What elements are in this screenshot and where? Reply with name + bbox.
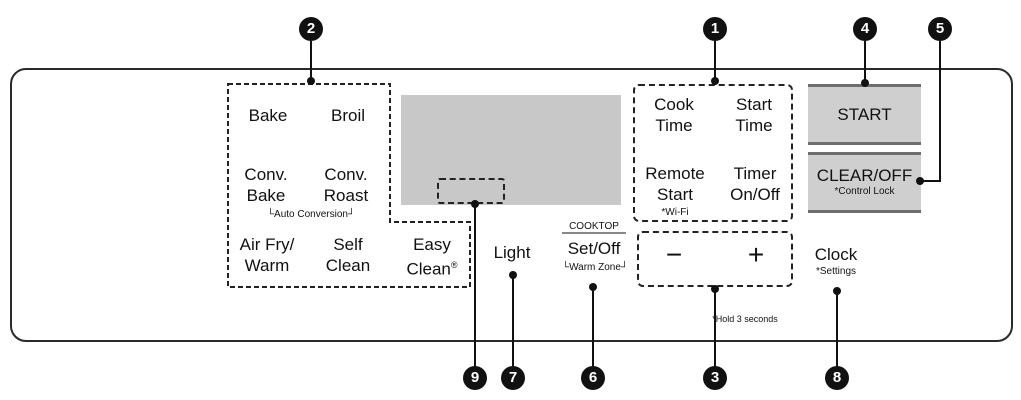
display-indicator-area — [437, 178, 505, 204]
hold-seconds-note: *Hold 3 seconds — [712, 314, 778, 324]
start-time-label-line2: Time — [735, 116, 773, 135]
callout-7-badge: 7 — [501, 366, 525, 390]
clear-off-label: CLEAR/OFF — [816, 166, 913, 185]
callout-8-leader — [836, 290, 838, 367]
registered-mark: ® — [450, 260, 458, 270]
callout-2-badge: 2 — [299, 17, 323, 41]
cooktop-heading: COOKTOP — [569, 221, 619, 232]
easy-clean-button[interactable]: Easy Clean® — [397, 234, 467, 280]
callout-6-dot — [589, 283, 597, 291]
callout-9-badge: 9 — [463, 366, 487, 390]
callout-9-dot — [471, 200, 479, 208]
remote-start-label-line1: Remote — [645, 164, 705, 183]
timer-label-line2: On/Off — [730, 185, 780, 204]
conv-roast-label-line1: Conv. — [324, 165, 368, 184]
timer-label-line1: Timer — [733, 164, 777, 183]
minus-button[interactable]: − — [656, 238, 692, 272]
conv-roast-label-line2: Roast — [323, 186, 369, 205]
callout-2-dot — [307, 77, 315, 85]
self-clean-label-line2: Clean — [325, 256, 371, 275]
timer-group-outline — [633, 84, 793, 222]
conv-bake-button[interactable]: Conv. Bake — [236, 164, 296, 206]
callout-7-leader — [512, 274, 514, 367]
plus-button[interactable]: + — [738, 238, 774, 272]
wifi-note: *Wi-Fi — [661, 207, 689, 218]
callout-4-dot — [861, 79, 869, 87]
cooktop-set-off-button[interactable]: Set/Off — [556, 238, 632, 259]
callout-6-leader — [592, 286, 594, 367]
start-button[interactable]: START — [808, 84, 921, 145]
clock-button[interactable]: Clock — [808, 244, 864, 265]
callout-5-leader-vertical — [939, 41, 941, 182]
callout-1-badge: 1 — [703, 17, 727, 41]
self-clean-button[interactable]: Self Clean — [318, 234, 378, 276]
callout-8-badge: 8 — [825, 366, 849, 390]
control-panel — [10, 68, 1013, 342]
callout-5-leader-horizontal — [921, 180, 941, 182]
callout-4-leader — [864, 41, 866, 81]
air-fry-label-line2: Warm — [244, 256, 290, 275]
oven-display — [401, 95, 621, 205]
bake-button[interactable]: Bake — [238, 105, 298, 126]
conv-bake-label-line1: Conv. — [244, 165, 288, 184]
warm-zone-label: Warm Zone — [569, 262, 621, 273]
mode-group-outline — [227, 83, 471, 288]
start-time-label-line1: Start — [736, 95, 772, 114]
broil-button[interactable]: Broil — [318, 105, 378, 126]
cook-time-label-line2: Time — [655, 116, 693, 135]
clock-label: Clock — [814, 245, 858, 264]
air-fry-warm-button[interactable]: Air Fry/ Warm — [232, 234, 302, 276]
broil-label: Broil — [330, 106, 365, 125]
cook-time-button[interactable]: Cook Time — [644, 94, 704, 136]
easy-clean-label-line1: Easy — [413, 235, 451, 254]
callout-2-leader — [310, 41, 312, 79]
callout-5-dot — [916, 177, 924, 185]
minus-icon: − — [665, 239, 683, 270]
easy-clean-label-line2: Clean — [406, 259, 451, 279]
remote-start-label-line2: Start — [657, 185, 693, 204]
self-clean-label-line1: Self — [333, 235, 363, 254]
callout-7-dot — [509, 271, 517, 279]
light-label: Light — [493, 243, 531, 262]
callout-1-leader — [714, 41, 716, 79]
light-button[interactable]: Light — [484, 242, 540, 263]
callout-4-badge: 4 — [853, 17, 877, 41]
clear-off-button[interactable]: CLEAR/OFF *Control Lock — [808, 152, 921, 213]
start-time-button[interactable]: Start Time — [724, 94, 784, 136]
air-fry-label-line1: Air Fry/ — [239, 235, 295, 254]
cook-time-label-line1: Cook — [654, 95, 694, 114]
start-label: START — [837, 105, 892, 124]
auto-conversion-note: └Auto Conversion┘ — [266, 209, 356, 220]
bake-label: Bake — [248, 106, 288, 125]
callout-3-dot — [711, 285, 719, 293]
conv-roast-button[interactable]: Conv. Roast — [316, 164, 376, 206]
callout-8-dot — [833, 287, 841, 295]
callout-5-badge: 5 — [928, 17, 952, 41]
control-lock-label: *Control Lock — [834, 186, 895, 197]
conv-bake-label-line2: Bake — [246, 186, 286, 205]
warm-zone-note: └Warm Zone┘ — [561, 262, 629, 273]
callout-1-dot — [711, 77, 719, 85]
settings-note: *Settings — [815, 266, 857, 277]
callout-6-badge: 6 — [581, 366, 605, 390]
timer-on-off-button[interactable]: Timer On/Off — [722, 163, 788, 205]
remote-start-button[interactable]: Remote Start — [640, 163, 710, 205]
plus-icon: + — [747, 239, 765, 270]
callout-9-leader — [474, 204, 476, 367]
callout-3-leader — [714, 289, 716, 367]
cooktop-set-off-label: Set/Off — [567, 239, 621, 258]
auto-conversion-label: Auto Conversion — [274, 209, 348, 220]
callout-3-badge: 3 — [703, 366, 727, 390]
